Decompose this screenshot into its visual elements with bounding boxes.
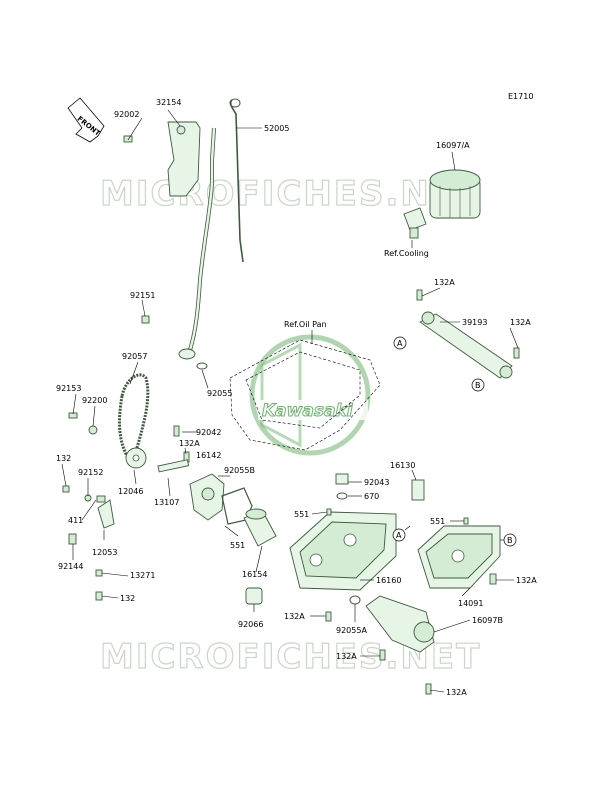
bolt-132a-right: [513, 347, 520, 359]
cooling-fitting: [403, 207, 427, 231]
label-92055b: 92055B: [224, 466, 255, 475]
label-13271: 13271: [130, 571, 155, 580]
label-39193: 39193: [462, 318, 487, 327]
oring-670: [336, 492, 348, 500]
label-411: 411: [68, 516, 83, 525]
chain-92057: [118, 373, 150, 469]
cooling-fitting-nipple: [409, 227, 419, 239]
bolt-132-bottom: [95, 591, 103, 601]
oil-pan-outline: [229, 339, 381, 451]
label-16130: 16130: [390, 461, 415, 470]
callout-b-bottom-label: B: [507, 536, 513, 545]
tube-flange: [178, 348, 196, 360]
oring-92055a: [349, 595, 361, 605]
label-132a-2: 132A: [510, 318, 531, 327]
front-arrow-icon: FRONT: [67, 97, 105, 143]
pin-551-c: [463, 517, 469, 525]
label-92153: 92153: [56, 384, 81, 393]
bracket-hole: [176, 125, 186, 135]
bolt-132a-housing: [379, 649, 386, 661]
watermark-top: MICROFICHES.NET: [100, 174, 481, 214]
label-12046: 12046: [118, 487, 143, 496]
bracket-32154: [167, 121, 201, 197]
label-16154: 16154: [242, 570, 267, 579]
pump-hole: [201, 487, 215, 501]
valve-16130: [411, 479, 425, 501]
plate-411: [96, 495, 106, 503]
oil-filter-16097a: [429, 169, 481, 219]
ref-cooling-label: Ref.Cooling: [384, 249, 429, 258]
strainer-top: [245, 508, 267, 520]
cover-14091: [417, 525, 501, 589]
label-670: 670: [364, 492, 379, 501]
label-132a-6: 132A: [336, 652, 357, 661]
label-92042: 92042: [196, 428, 221, 437]
bracket-39193-hole-b: [499, 365, 513, 379]
label-92200: 92200: [82, 396, 107, 405]
collar-92043: [335, 473, 349, 485]
callout-b-top: [471, 378, 485, 392]
spring-92144: [68, 533, 77, 545]
pin-551-a: [326, 508, 332, 516]
label-52005: 52005: [264, 124, 289, 133]
callout-a-top: [393, 336, 407, 350]
diagram-code: E1710: [508, 92, 533, 101]
label-32154: 32154: [156, 98, 181, 107]
label-92152: 92152: [78, 468, 103, 477]
guide-12053: [97, 499, 115, 529]
label-132a-7: 132A: [446, 688, 467, 697]
callout-a-bottom: [392, 528, 406, 542]
bracket-39193-hole-a: [421, 311, 435, 325]
callout-b-top-label: B: [475, 381, 481, 390]
housing-16097b: [365, 595, 435, 653]
label-92055a: 92055A: [336, 626, 367, 635]
label-92055: 92055: [207, 389, 232, 398]
label-92002: 92002: [114, 110, 139, 119]
bolt-132a-case: [325, 611, 332, 622]
label-551-3: 551: [230, 541, 245, 550]
bolt-132-left: [62, 485, 70, 493]
leader-lines: [61, 109, 519, 693]
label-92066: 92066: [238, 620, 263, 629]
label-132a-5: 132A: [284, 612, 305, 621]
label-132a-1: 132A: [434, 278, 455, 287]
label-132a-4: 132A: [516, 576, 537, 585]
label-16142: 16142: [196, 451, 221, 460]
label-92043: 92043: [364, 478, 389, 487]
label-16160: 16160: [376, 576, 401, 585]
label-551-1: 551: [294, 510, 309, 519]
plug-92066: [245, 587, 263, 605]
callout-a-bottom-label: A: [396, 531, 402, 540]
dipstick-52005: [229, 99, 244, 263]
label-12053: 12053: [92, 548, 117, 557]
label-14091: 14091: [458, 599, 483, 608]
label-132-2: 132: [120, 594, 135, 603]
ref-oil-pan-label: Ref.Oil Pan: [284, 320, 327, 329]
callout-a-top-label: A: [397, 339, 403, 348]
bolt-92002: [123, 135, 133, 143]
label-551-2: 551: [430, 517, 445, 526]
pin-92042: [173, 425, 180, 437]
label-16097a: 16097/A: [436, 141, 470, 150]
label-92151: 92151: [130, 291, 155, 300]
label-13107: 13107: [154, 498, 179, 507]
pump-case-16160: [289, 511, 397, 591]
label-92057: 92057: [122, 352, 147, 361]
label-132-1: 132: [56, 454, 71, 463]
shaft-13107: [157, 459, 190, 473]
bolt-92151: [141, 315, 150, 324]
bolt-132a-cover: [489, 573, 497, 585]
logo-text: Kawasaki: [262, 401, 354, 421]
washer-92200: [88, 425, 98, 435]
bolt-132a-top: [416, 289, 423, 301]
label-92144: 92144: [58, 562, 83, 571]
callout-b-bottom: [503, 533, 517, 547]
label-132a-3: 132A: [179, 439, 200, 448]
oring-92055: [196, 362, 208, 370]
clip-13271: [95, 569, 103, 577]
label-16097b: 16097B: [472, 616, 503, 625]
bolt-132a-bottom: [425, 683, 432, 695]
